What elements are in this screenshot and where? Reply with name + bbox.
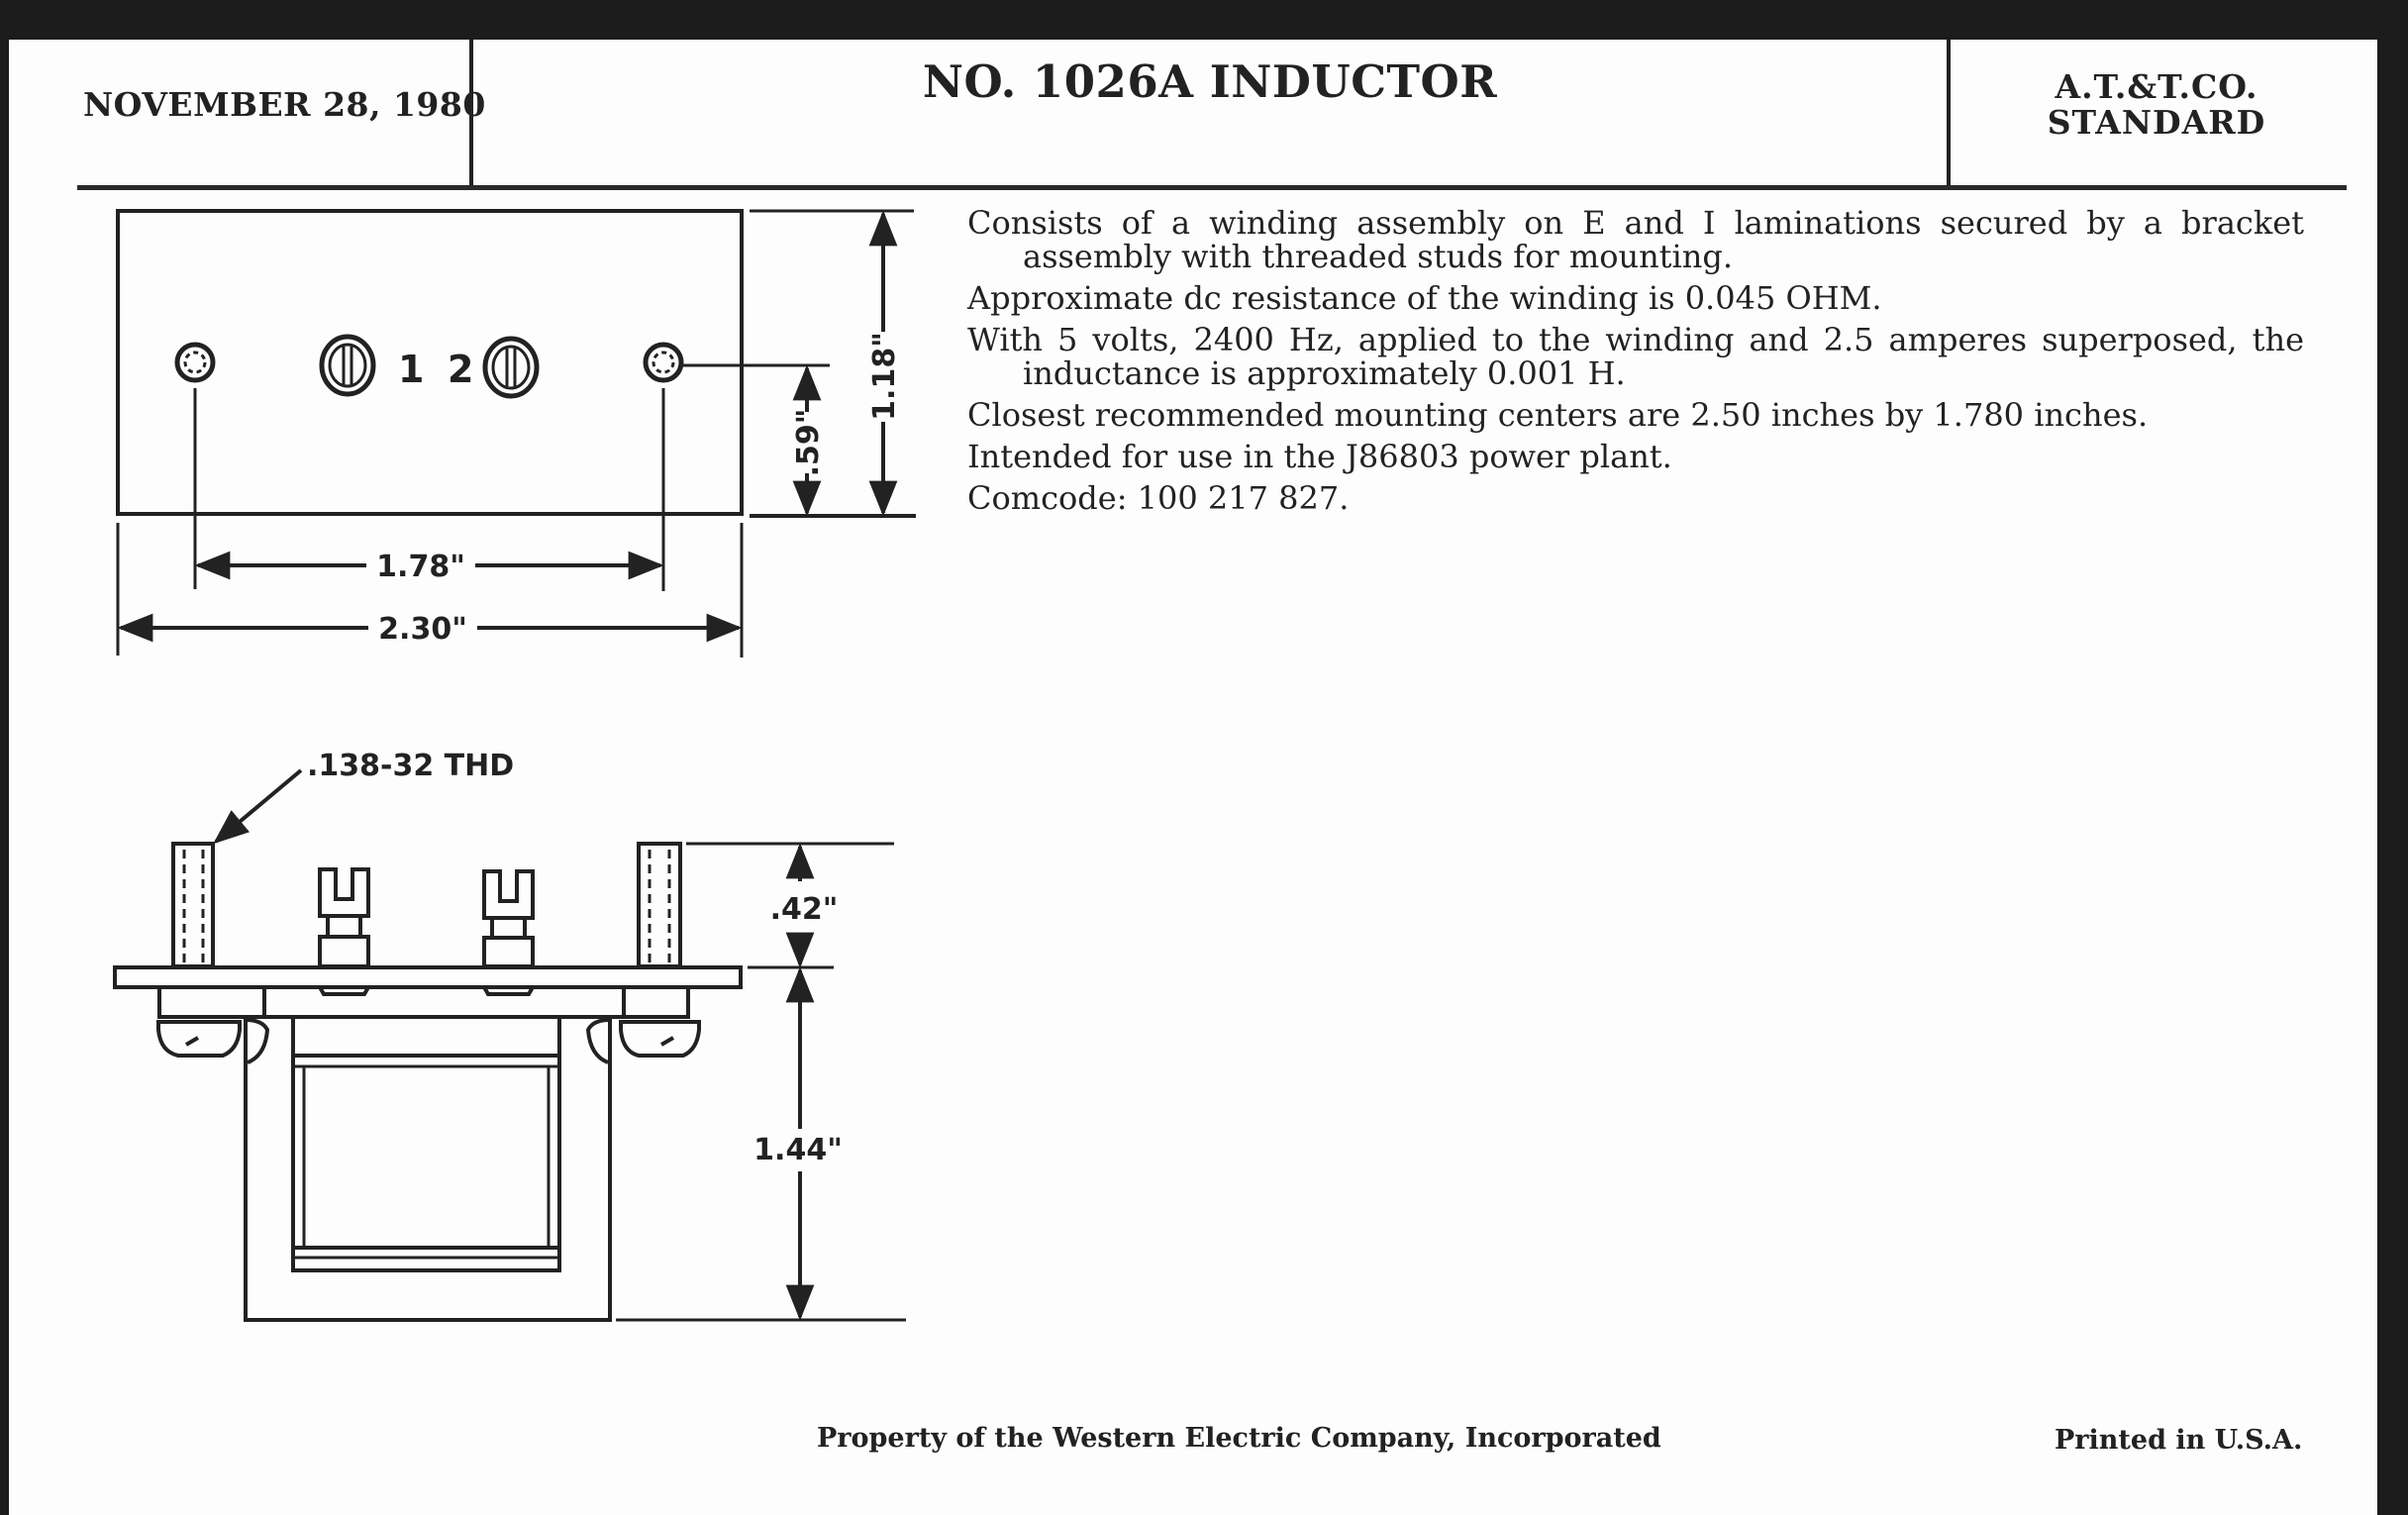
standard-line-1: A.T.&T.CO. bbox=[2055, 67, 2258, 106]
property-notice: Property of the Western Electric Company… bbox=[817, 1423, 1661, 1454]
description-line: Approximate dc resistance of the winding… bbox=[967, 279, 1882, 317]
description-line: Consists of a winding assembly on E and … bbox=[967, 204, 2304, 275]
page-title: NO. 1026A INDUCTOR bbox=[922, 55, 1498, 108]
standard-label: A.T.&T.CO. STANDARD bbox=[1949, 69, 2364, 141]
dim-stud-height-label: .42" bbox=[770, 892, 839, 927]
header-rule bbox=[77, 185, 2347, 190]
terminal-2-icon bbox=[482, 336, 540, 399]
dim-hole-spacing-label: 1.78" bbox=[376, 550, 465, 584]
mounting-stud-right bbox=[637, 842, 682, 968]
description-line: Closest recommended mounting centers are… bbox=[967, 396, 2149, 434]
terminal-1-icon bbox=[319, 334, 376, 397]
description-line: With 5 volts, 2400 Hz, applied to the wi… bbox=[967, 321, 2304, 392]
header-divider-left bbox=[469, 40, 473, 188]
spade-terminal-1 bbox=[318, 867, 370, 968]
mounting-hole-right-icon bbox=[643, 342, 684, 383]
standard-line-2: STANDARD bbox=[2047, 103, 2266, 142]
dim-overall-height-label: 1.18" bbox=[867, 332, 902, 421]
thread-callout-label: .138-32 THD bbox=[307, 749, 514, 783]
dim-hole-height-label: .59" bbox=[791, 409, 826, 477]
header-divider-right bbox=[1947, 40, 1951, 188]
mounting-hole-left-icon bbox=[174, 342, 216, 383]
terminal-1-label: 1 bbox=[398, 348, 424, 391]
mounting-stud-left bbox=[171, 842, 215, 968]
bracket-flange bbox=[113, 965, 743, 989]
spade-terminal-2 bbox=[482, 869, 535, 968]
top-view-outline bbox=[116, 209, 744, 516]
top-view bbox=[116, 209, 916, 657]
issue-date: NOVEMBER 28, 1980 bbox=[83, 85, 486, 124]
description: Consists of a winding assembly on E and … bbox=[967, 206, 2304, 523]
dim-overall-width-label: 2.30" bbox=[378, 612, 467, 647]
lamination-body bbox=[244, 1015, 612, 1322]
thread-callout-leader bbox=[213, 768, 303, 845]
terminal-2-label: 2 bbox=[448, 348, 473, 391]
dim-body-height-label: 1.44" bbox=[753, 1133, 843, 1167]
description-line: Intended for use in the J86803 power pla… bbox=[967, 438, 1672, 475]
winding-window bbox=[291, 1015, 561, 1272]
printed-in: Printed in U.S.A. bbox=[2055, 1425, 2303, 1456]
side-view bbox=[113, 768, 906, 1322]
description-line: Comcode: 100 217 827. bbox=[967, 479, 1350, 517]
